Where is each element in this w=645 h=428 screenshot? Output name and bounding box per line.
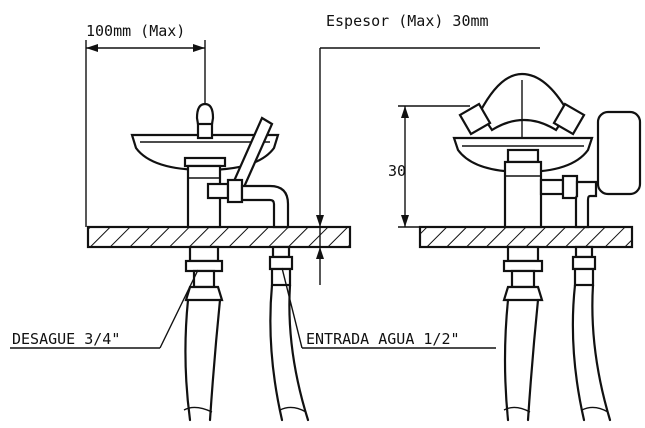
right-paddle bbox=[596, 110, 642, 196]
width-dimension: 100mm (Max) bbox=[85, 22, 206, 227]
right-inlet-assembly bbox=[571, 245, 612, 422]
right-countertop bbox=[418, 225, 634, 249]
right-inlet-fitting bbox=[539, 174, 598, 229]
left-drain-assembly bbox=[183, 245, 224, 422]
left-view: 100mm (Max) bbox=[10, 12, 540, 422]
right-eyewash-head bbox=[458, 72, 586, 150]
height-dimension: 30 bbox=[388, 105, 470, 228]
right-view: 30 bbox=[388, 72, 642, 422]
water-inlet-label: ENTRADA AGUA 1/2" bbox=[306, 330, 460, 348]
width-dimension-label: 100mm (Max) bbox=[86, 22, 185, 40]
left-countertop bbox=[86, 225, 352, 249]
drain-callout: DESAGUE 3/4" bbox=[10, 269, 199, 349]
right-drain-assembly bbox=[502, 245, 544, 422]
height-dimension-label: 30 bbox=[388, 162, 406, 180]
right-valve-body bbox=[503, 160, 543, 229]
thickness-dimension-label: Espesor (Max) 30mm bbox=[326, 12, 489, 30]
water-inlet-callout: ENTRADA AGUA 1/2" bbox=[281, 267, 496, 349]
left-inlet-fitting bbox=[206, 178, 290, 229]
left-inlet-assembly bbox=[268, 245, 310, 422]
thickness-dimension: Espesor (Max) 30mm bbox=[316, 12, 540, 285]
drain-label: DESAGUE 3/4" bbox=[12, 330, 120, 348]
